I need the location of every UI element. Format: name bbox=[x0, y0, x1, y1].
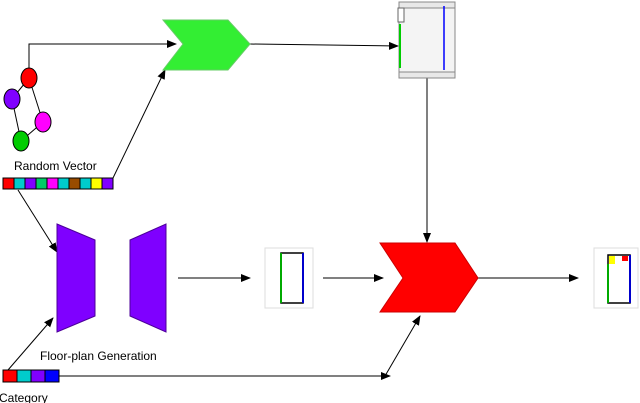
random-vector-cell bbox=[2, 177, 15, 190]
input-graph bbox=[3, 67, 52, 152]
random-vector-cell bbox=[79, 177, 92, 190]
refiner-chevron bbox=[379, 242, 479, 313]
graph-node-purple bbox=[3, 88, 21, 110]
category-label: Category bbox=[0, 391, 48, 403]
connectors bbox=[7, 40, 579, 380]
generator-encoder-trapezoid bbox=[56, 223, 96, 333]
random-vector-cell bbox=[46, 177, 59, 190]
random-vector-cell bbox=[35, 177, 48, 190]
random-vector-cell bbox=[90, 177, 103, 190]
generator-decoder-trapezoid bbox=[129, 223, 167, 333]
random-vector-cell bbox=[13, 177, 26, 190]
category-cell bbox=[44, 369, 60, 383]
encoder-chevron bbox=[161, 19, 251, 71]
category-cell bbox=[30, 369, 46, 383]
connector-category-to-generator bbox=[7, 317, 54, 371]
floorplan-generation-label: Floor-plan Generation bbox=[40, 349, 157, 363]
category-cell bbox=[16, 369, 32, 383]
graph-node-green bbox=[12, 130, 30, 152]
random-vector-cell bbox=[101, 177, 114, 190]
category-bar bbox=[2, 369, 60, 383]
random-vector-label: Random Vector bbox=[14, 159, 97, 173]
graph-node-red bbox=[20, 67, 38, 89]
output-floorplan bbox=[593, 247, 639, 309]
graph-node-magenta bbox=[34, 111, 52, 133]
connector-encoder-to-layout bbox=[249, 41, 399, 50]
layout-box bbox=[397, 1, 456, 79]
random-vector-bar bbox=[2, 177, 114, 190]
category-cell bbox=[2, 369, 18, 383]
connector-graph-to-encoder bbox=[28, 40, 177, 68]
random-vector-cell bbox=[57, 177, 70, 190]
connector-vector-to-encoder bbox=[112, 69, 166, 179]
random-vector-cell bbox=[68, 177, 81, 190]
connector-vector-to-generator bbox=[17, 189, 58, 253]
connector-to-refiner bbox=[384, 315, 421, 377]
generated-floorplan bbox=[264, 247, 314, 309]
random-vector-cell bbox=[24, 177, 37, 190]
